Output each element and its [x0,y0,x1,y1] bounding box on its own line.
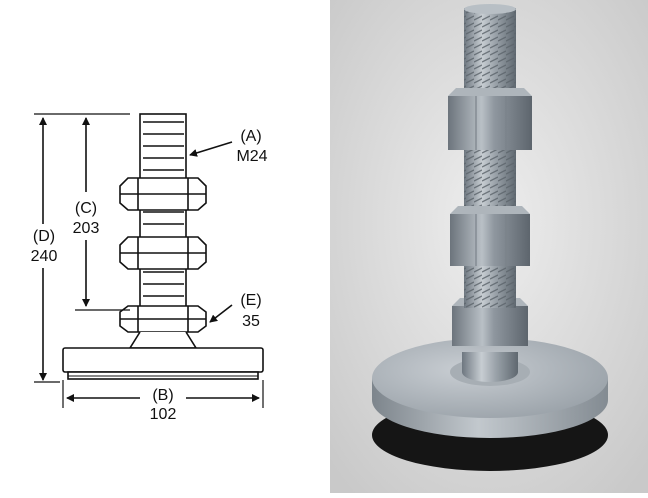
callout-d-letter: (D) [32,228,56,245]
product-photo [330,0,648,493]
callout-a-letter: (A) [240,128,262,145]
callout-c-value: 203 [72,220,100,237]
callout-e-value: 35 [242,313,260,330]
callout-c-letter: (C) [74,200,98,217]
callout-b-value: 102 [149,406,177,423]
callout-d-value: 240 [30,248,58,265]
callout-e-letter: (E) [240,292,262,309]
threaded-rod [139,113,187,339]
callout-b-letter: (B) [152,387,174,404]
base-plate [62,347,264,373]
technical-drawing: (A) M24 (C) 203 (D) 240 (E) 35 (B) 102 [30,113,268,423]
leveling-foot-image [330,0,648,493]
leader-e [209,304,233,323]
leader-a [189,141,233,157]
drawing-svg [34,113,264,408]
callout-a-value: M24 [236,148,268,165]
